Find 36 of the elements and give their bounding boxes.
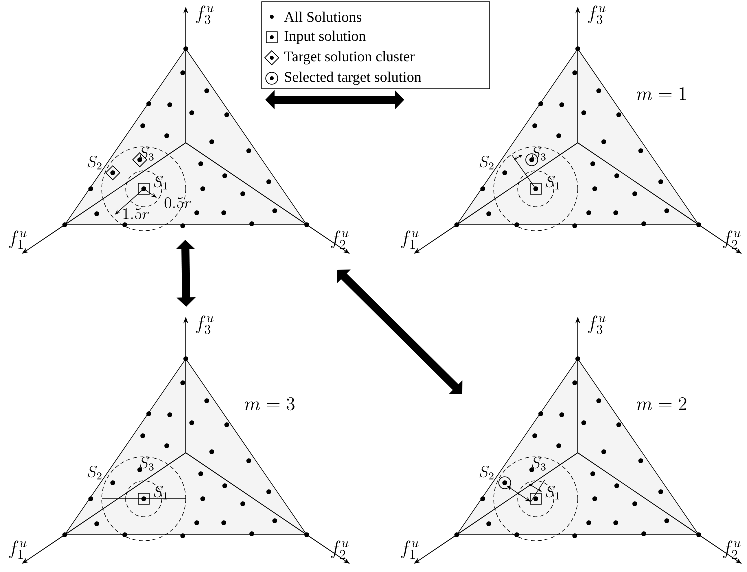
- solution-label: $S_2$: [480, 156, 494, 170]
- axis-label: $f_3^u$: [588, 6, 606, 24]
- double-arrow: [266, 90, 404, 110]
- axis-label: $f_1^u$: [9, 540, 27, 560]
- axis-label: $f_1^u$: [401, 230, 419, 250]
- axis-label: $f_2^u$: [331, 230, 349, 250]
- axis-label: $f_1^u$: [401, 540, 419, 560]
- double-arrow: [176, 240, 196, 307]
- solution-label: $S_1$: [154, 176, 168, 190]
- solution-label: $S_2$: [480, 466, 494, 480]
- solution-label: $S_1$: [154, 486, 168, 500]
- axis-label: $f_3^u$: [196, 6, 214, 24]
- solution-label: $S_3$: [140, 147, 154, 161]
- solution-label: $S_1$: [546, 486, 560, 500]
- solution-label: $S_1$: [546, 176, 560, 190]
- axis-label: $f_2^u$: [723, 540, 741, 560]
- axis-label: $f_2^u$: [723, 230, 741, 250]
- radius-label: $1.5r$: [124, 208, 150, 220]
- solution-label: $S_2$: [88, 156, 102, 170]
- solution-label: $S_3$: [140, 457, 154, 471]
- legend-text: Input solution: [284, 30, 366, 44]
- axis-label: $f_1^u$: [9, 230, 27, 250]
- legend-text: Selected target solution: [285, 72, 422, 86]
- solution-label: $S_3$: [532, 457, 546, 471]
- iteration-label: $m = 3$: [244, 397, 295, 411]
- solution-label: $S_2$: [88, 466, 102, 480]
- iteration-label: $m = 2$: [636, 397, 687, 410]
- radius-label: $0.5r$: [164, 198, 192, 208]
- legend-text: Target solution cluster: [284, 51, 415, 65]
- axis-label: $f_3^u$: [196, 316, 214, 334]
- legend-text: All Solutions: [284, 12, 362, 22]
- axis-label: $f_2^u$: [331, 540, 349, 560]
- double-arrow: [337, 270, 463, 394]
- solution-label: $S_3$: [532, 147, 546, 161]
- axis-label: $f_3^u$: [588, 316, 606, 334]
- iteration-label: $m = 1$: [636, 87, 686, 100]
